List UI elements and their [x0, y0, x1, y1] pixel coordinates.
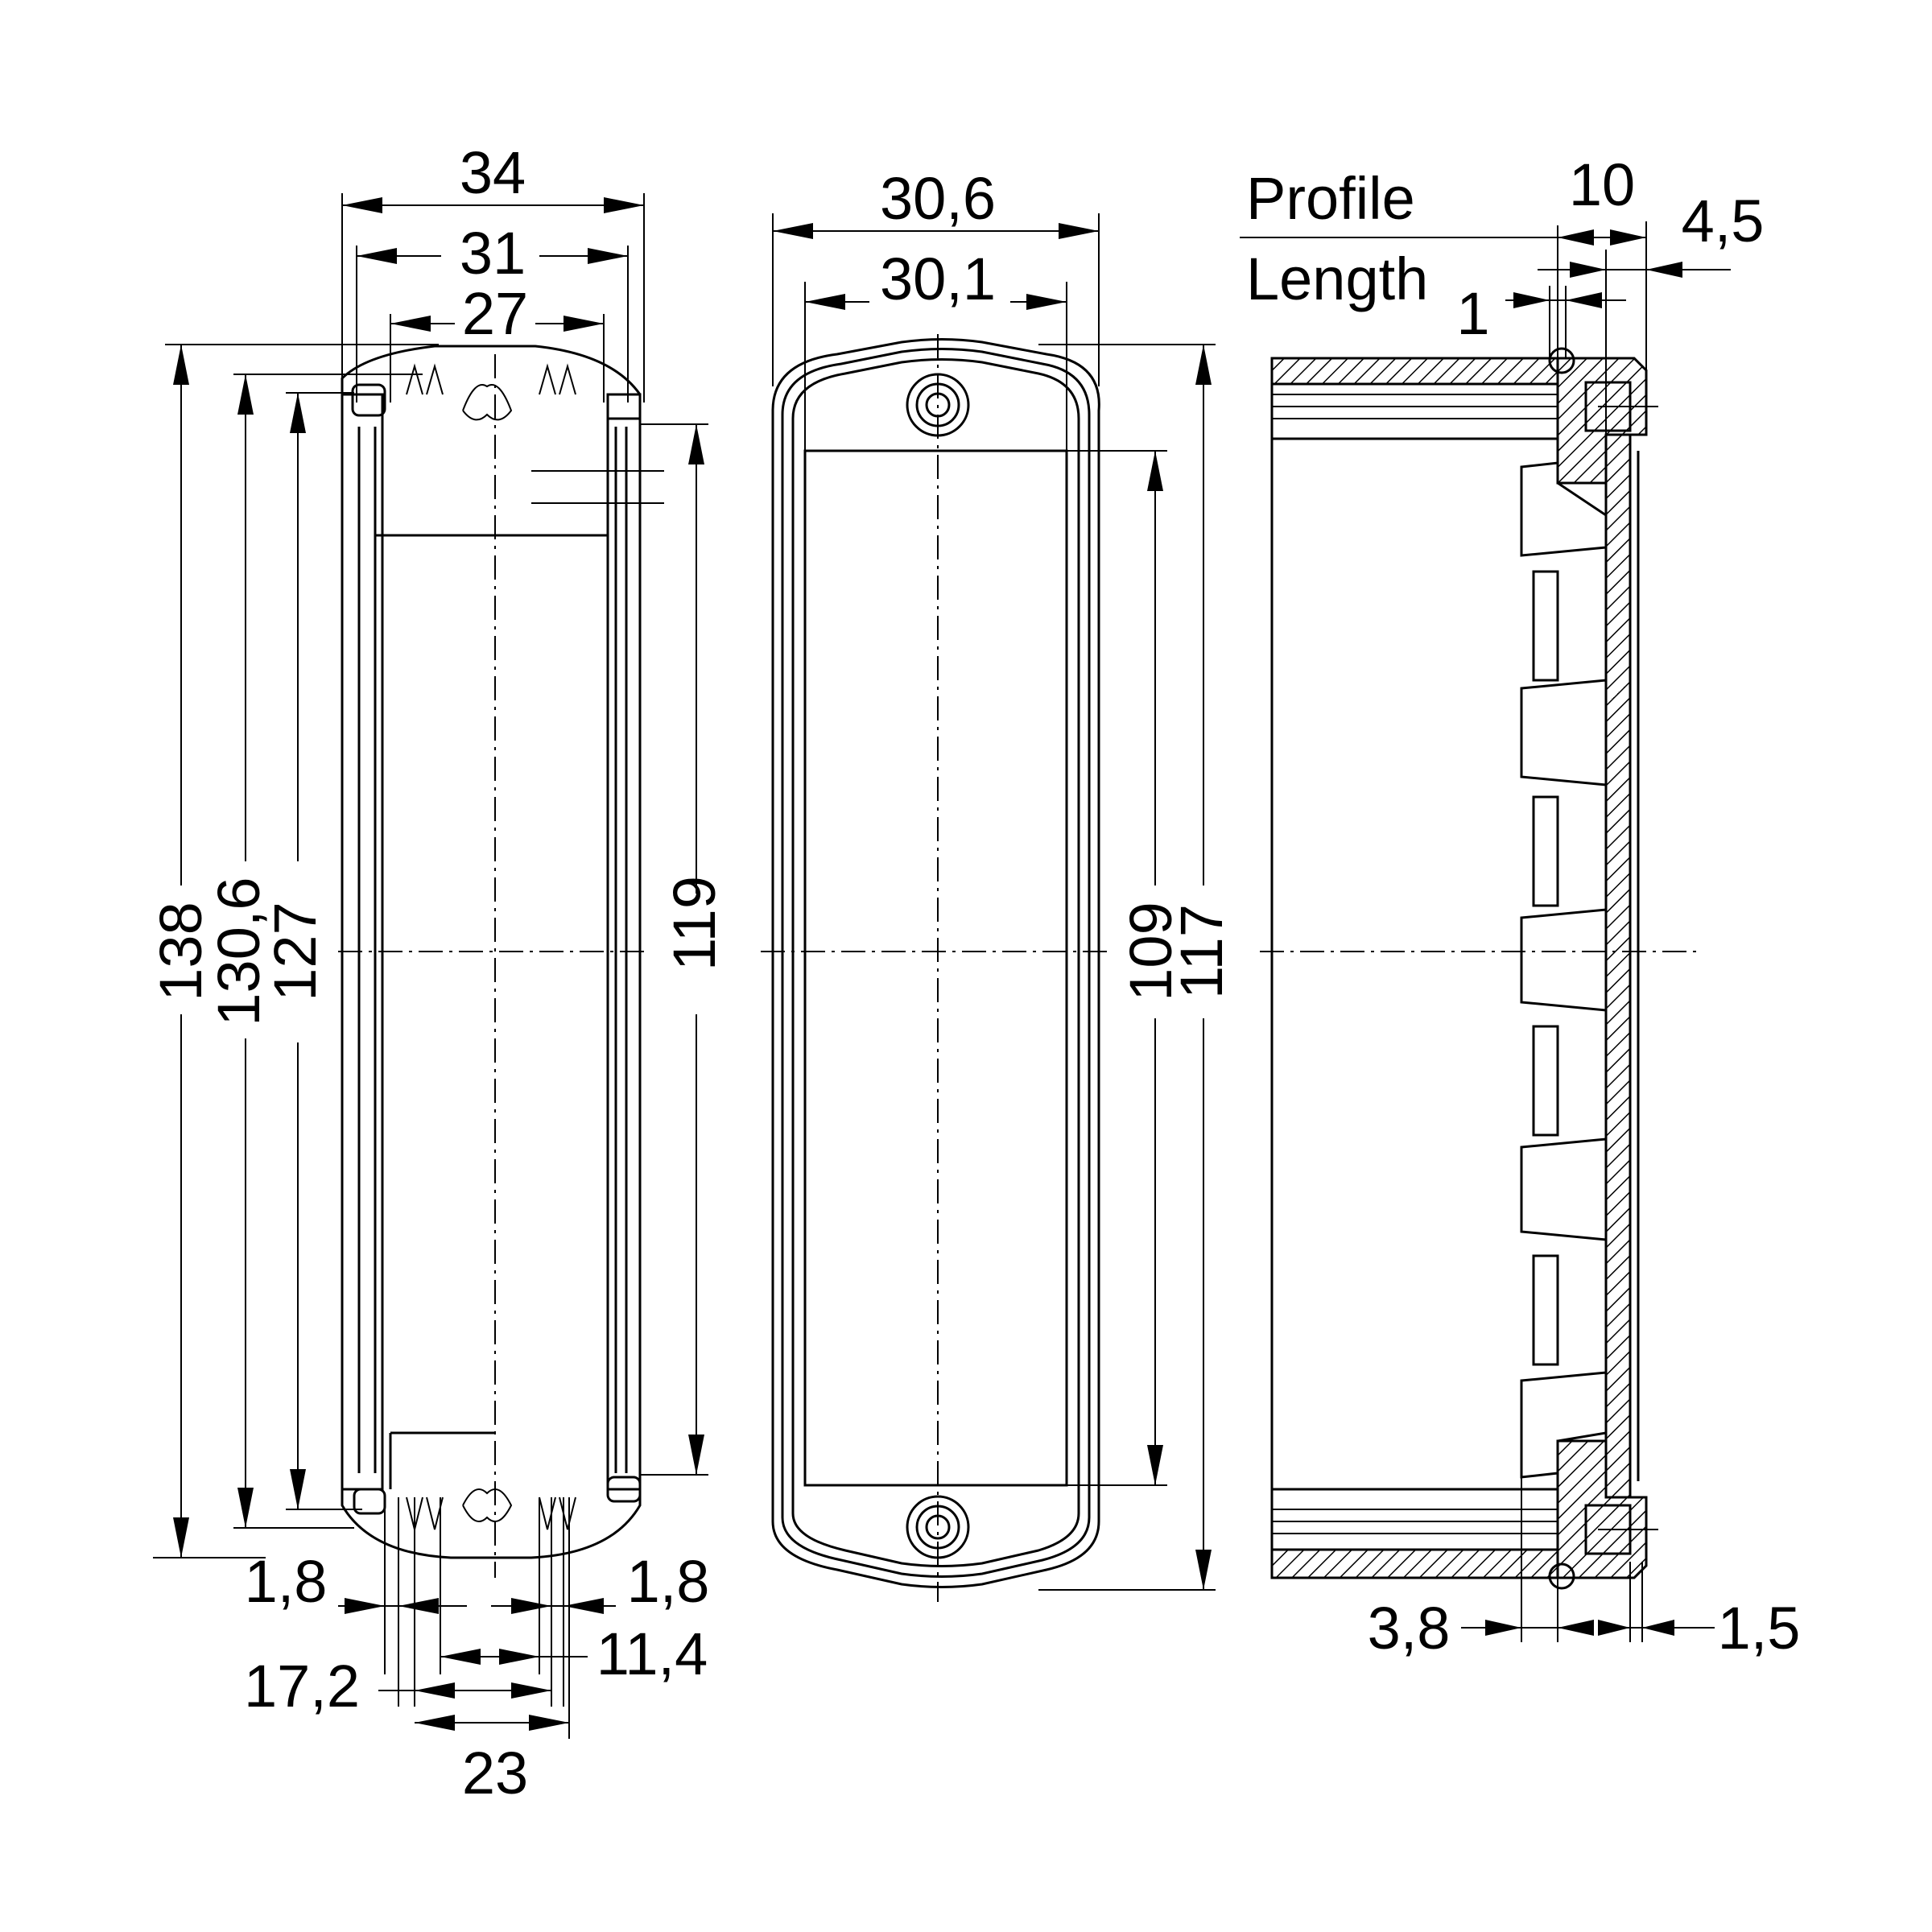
- dim-10-label: 10: [1569, 151, 1635, 218]
- dim-31: 31: [356, 220, 629, 402]
- dim-17-2-label: 17,2: [244, 1653, 360, 1719]
- dim-127: 127: [262, 392, 362, 1510]
- length-label: Length: [1246, 246, 1428, 312]
- dim-4-5: 4,5: [1538, 188, 1764, 435]
- section-outline: [1270, 347, 1658, 1590]
- dim-30-1: 30,1: [804, 246, 1067, 451]
- dim-1: 1: [1456, 280, 1626, 358]
- dim-1-8-left-label: 1,8: [245, 1548, 328, 1615]
- front-view: 34 31 27 1: [147, 139, 728, 1806]
- dim-119: 119: [640, 423, 728, 1476]
- dim-127-label: 127: [262, 902, 328, 1001]
- cover-view: 30,6 30,1 109: [761, 165, 1235, 1602]
- profile-length-label: Profile Length: [1240, 165, 1558, 312]
- dim-10: 10: [1557, 151, 1647, 435]
- dim-130-6: 130,6: [205, 374, 423, 1529]
- dim-30-1-label: 30,1: [880, 246, 996, 312]
- dim-27: 27: [390, 280, 605, 402]
- screw-head-top-icon: [1548, 347, 1575, 374]
- dim-27-label: 27: [462, 280, 528, 347]
- screw-head-bottom-icon: [1548, 1563, 1575, 1590]
- dim-109-label: 109: [1117, 902, 1184, 1001]
- bottom-dims: 1,8 1,8 11,4 17,2 23: [244, 1497, 709, 1806]
- dim-4-5-label: 4,5: [1682, 188, 1765, 254]
- profile-label: Profile: [1246, 165, 1415, 232]
- profile-view: Profile Length 10 4,5 1: [1240, 151, 1800, 1662]
- dim-31-label: 31: [460, 220, 526, 287]
- dim-11-4-label: 11,4: [597, 1620, 708, 1687]
- dim-117: 117: [1038, 344, 1235, 1591]
- dim-130-6-label: 130,6: [205, 877, 272, 1026]
- internal-ribs: [1520, 461, 1608, 1479]
- dim-23-label: 23: [462, 1740, 528, 1806]
- dim-138: 138: [147, 344, 439, 1558]
- top-cap: [341, 345, 642, 395]
- cover-outline: [771, 338, 1100, 1588]
- cover-label-window: [803, 449, 1068, 1487]
- dim-30-6-label: 30,6: [880, 165, 996, 232]
- dim-3-8-label: 3,8: [1368, 1595, 1451, 1662]
- dim-117-label: 117: [1168, 904, 1235, 999]
- dim-109: 109: [1067, 450, 1184, 1486]
- right-wall: [606, 393, 642, 1491]
- housing-outline: [341, 345, 664, 1559]
- dim-3-8: 3,8: [1368, 1473, 1594, 1662]
- dim-138-label: 138: [147, 902, 214, 1001]
- dim-30-6: 30,6: [772, 165, 1100, 386]
- dim-1-8-right-label: 1,8: [627, 1548, 710, 1615]
- dim-1-label: 1: [1456, 280, 1489, 347]
- dim-1-5-label: 1,5: [1718, 1595, 1801, 1662]
- dim-1-5: 1,5: [1598, 1562, 1800, 1662]
- dim-119-label: 119: [661, 876, 728, 971]
- bottom-cap: [341, 1489, 642, 1559]
- dim-34-label: 34: [460, 139, 526, 206]
- dim-34: 34: [341, 139, 645, 402]
